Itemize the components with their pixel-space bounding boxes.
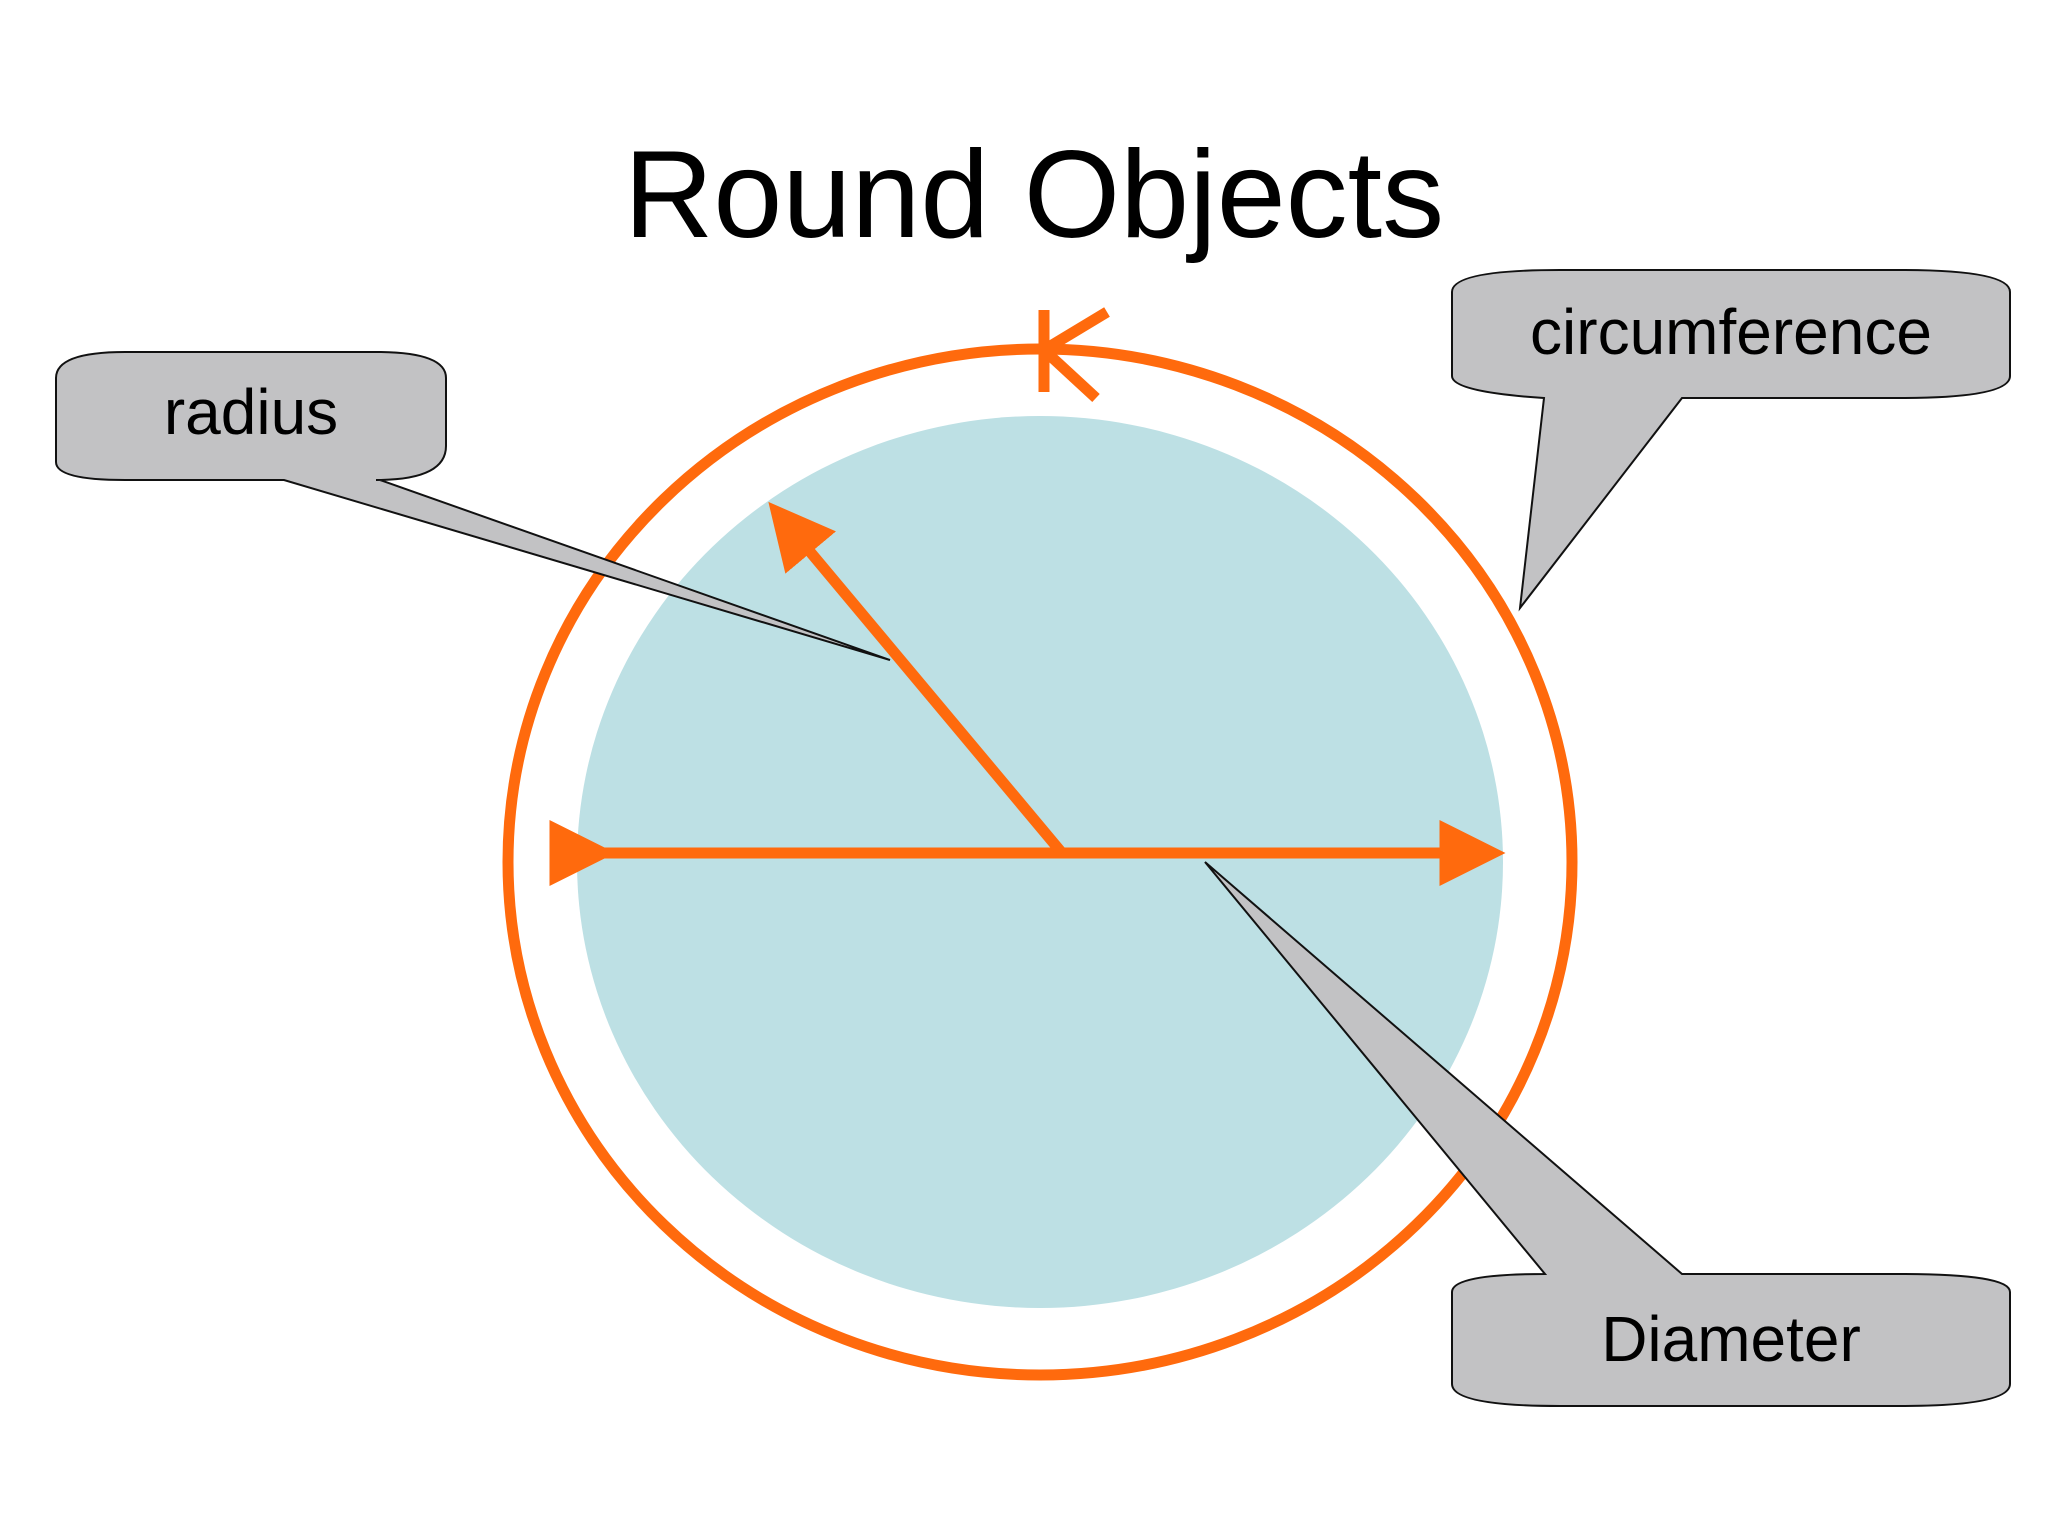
circumference-direction-mark: [1038, 307, 1110, 403]
circumference-callout: circumference: [1451, 269, 2011, 612]
circle-area-disc: [577, 416, 1503, 1308]
radius-arrow: [768, 501, 1067, 857]
circumference-callout-bubble: [1451, 269, 2011, 612]
diameter-callout-bubble: [1204, 861, 2011, 1407]
slide-title: Round Objects: [623, 126, 1445, 264]
diameter-callout-label: Diameter: [1601, 1303, 1861, 1375]
radius-callout: radius: [55, 351, 891, 661]
radius-callout-bubble: [55, 351, 891, 661]
diameter-callout: Diameter: [1204, 861, 2011, 1407]
radius-callout-label: radius: [164, 376, 338, 448]
circumference-callout-label: circumference: [1530, 296, 1932, 368]
